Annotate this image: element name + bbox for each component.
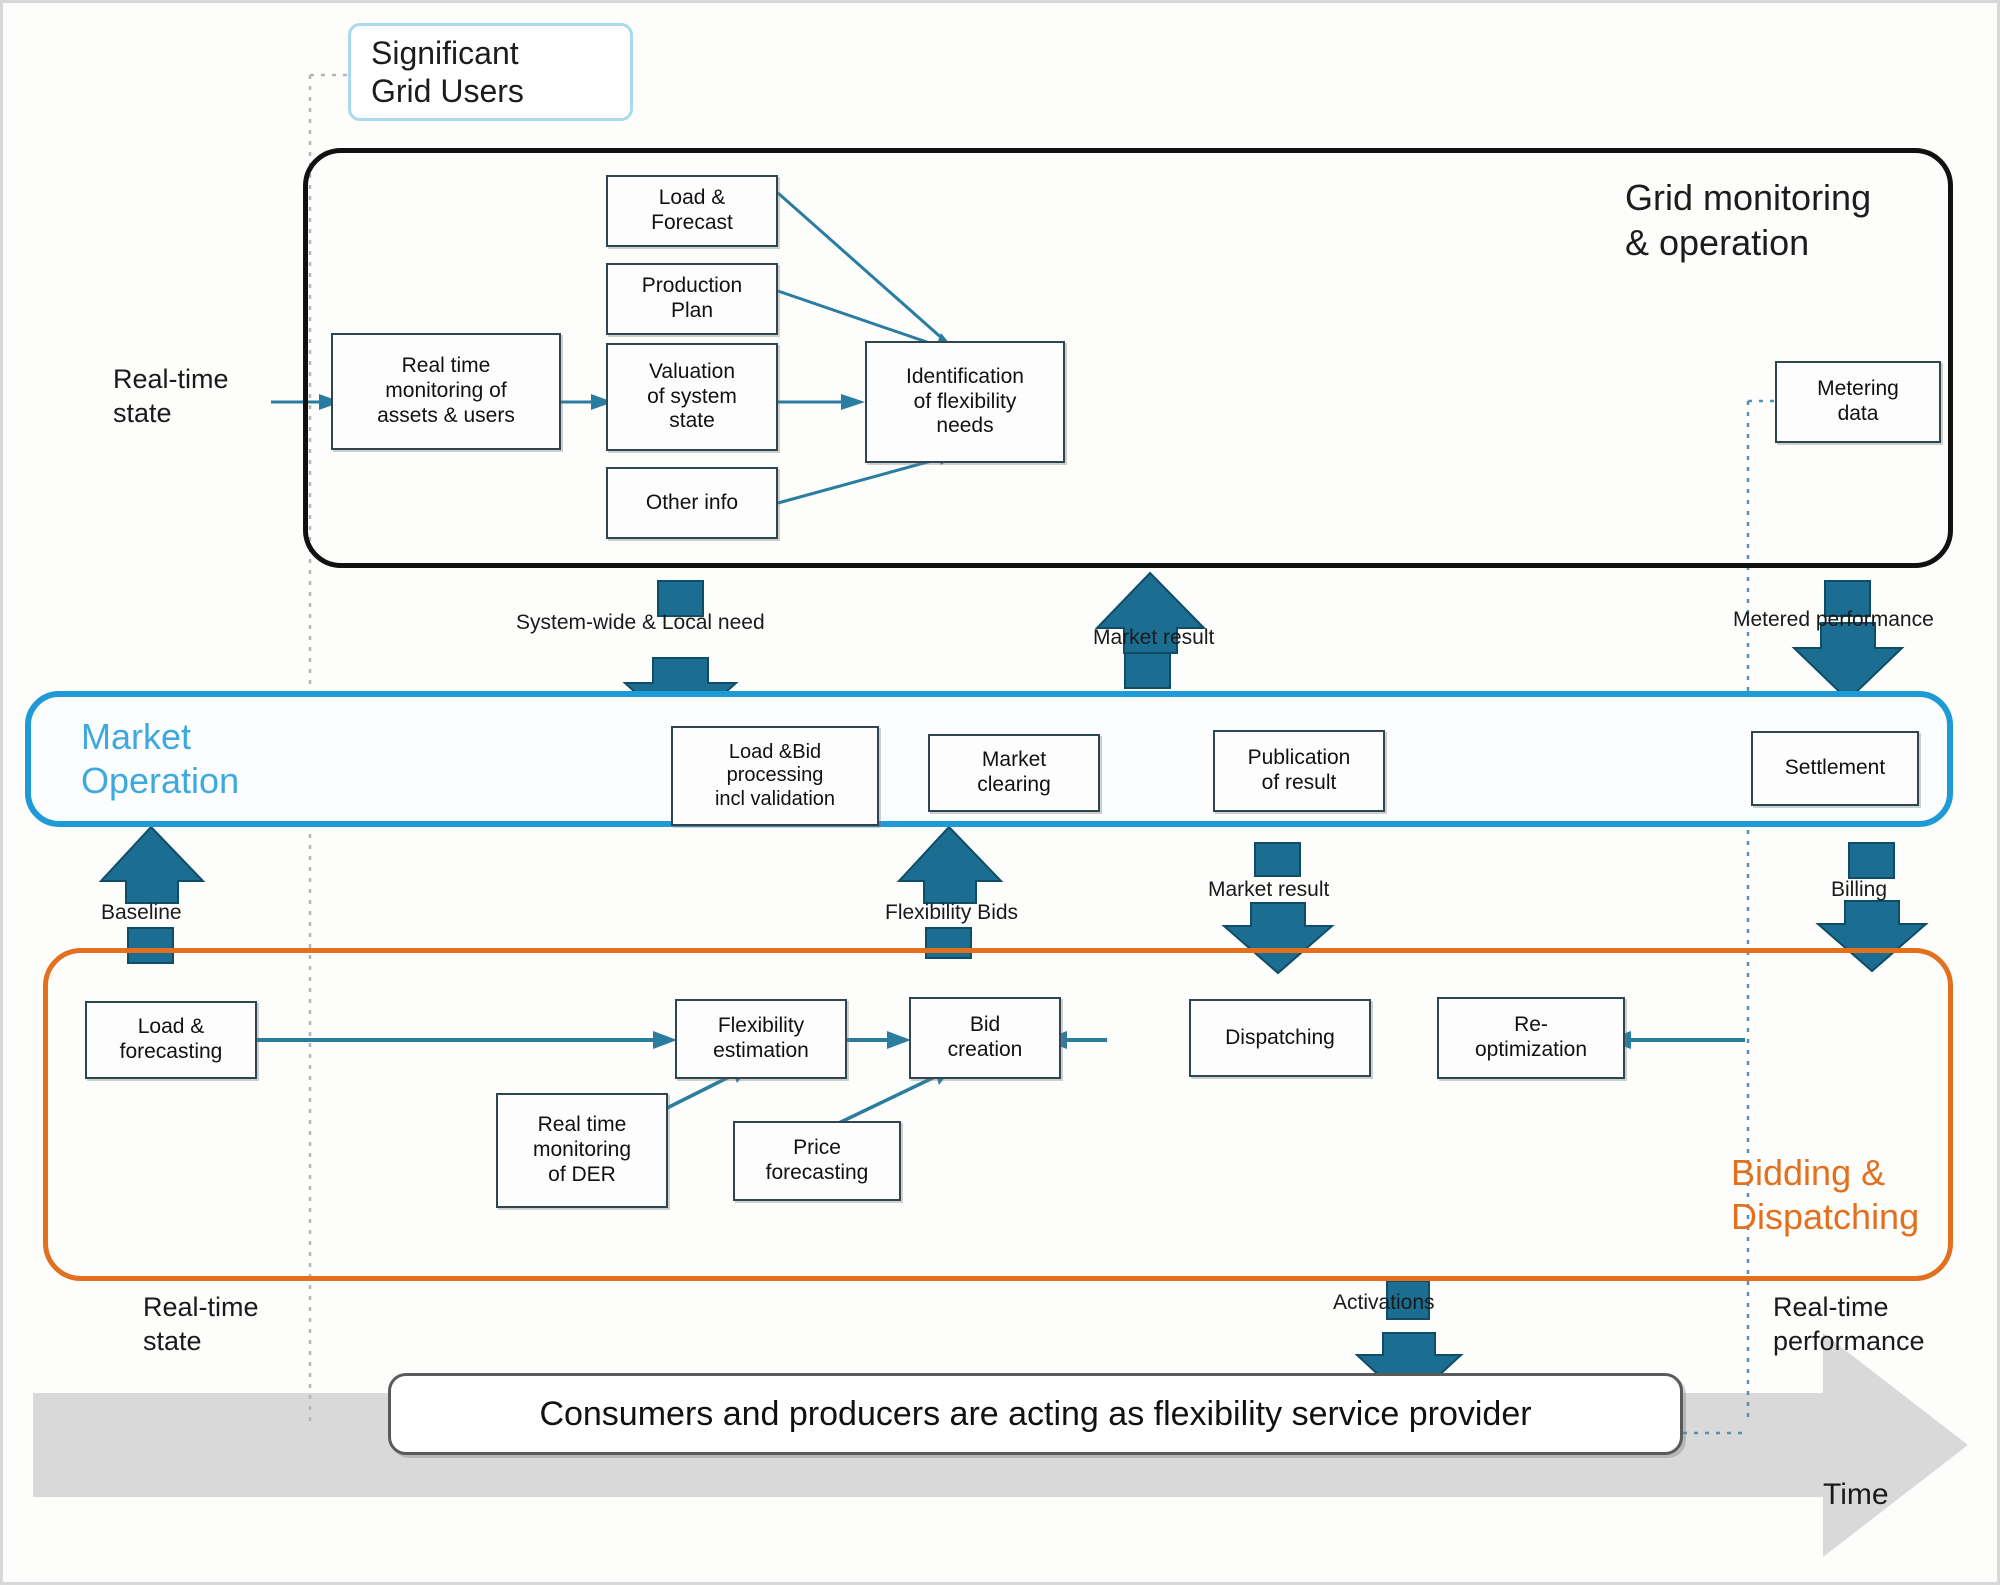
real-time-state-input-label: Real-time state (113, 363, 293, 431)
box-line-3: incl validation (714, 787, 836, 810)
box-line-2: Forecast (651, 211, 733, 234)
box-line-1: Real time (401, 354, 491, 378)
rts-bottom-line1: Real-time (143, 1292, 259, 1322)
arrow-baseline (98, 825, 206, 904)
rts-bottom-line2: state (143, 1325, 202, 1356)
grid-title-line2: & operation (1625, 222, 1810, 263)
box-line-1: Price (793, 1136, 841, 1160)
box-line-2: of flexibility (913, 389, 1017, 413)
market-title-line1: Market (81, 716, 192, 757)
box-line-3: needs (936, 414, 994, 438)
label-system-wide-local-need: System-wide & Local need (516, 611, 765, 634)
sgu-label-line1: Significant (371, 35, 519, 71)
box-identification-of-flexibility-needs[interactable]: Identification of flexibility needs (865, 341, 1065, 463)
label-billing: Billing (1831, 878, 1888, 901)
box-line-2: data (1837, 402, 1879, 425)
label-real-time-state-bottom: Real-time state (143, 1291, 373, 1359)
label-market-result-down: Market result (1208, 878, 1330, 901)
box-line-1: Re- (1514, 1013, 1548, 1037)
bidding-dispatching-title: Bidding & Dispatching (1731, 1151, 1997, 1239)
fsp-bar-text: Consumers and producers are acting as fl… (539, 1394, 1532, 1433)
significant-grid-users-tag: Significant Grid Users (348, 23, 633, 121)
box-line-1: Bid (969, 1013, 1001, 1037)
box-settlement[interactable]: Settlement (1751, 731, 1919, 806)
grid-title-line1: Grid monitoring (1625, 177, 1872, 218)
box-line-3: of DER (548, 1162, 616, 1186)
box-line-1: Other info (645, 490, 739, 514)
box-line-2: clearing (977, 773, 1051, 796)
flexibility-service-provider-bar: Consumers and producers are acting as fl… (388, 1373, 1683, 1455)
box-metering-data[interactable]: Metering data (1775, 361, 1941, 443)
box-line-1: Flexibility (717, 1014, 805, 1038)
box-line-1: Real time (537, 1113, 627, 1137)
label-baseline: Baseline (101, 901, 182, 924)
box-line-2: creation (947, 1038, 1023, 1061)
box-line-1: Publication (1247, 746, 1351, 770)
box-line-2: of system (647, 384, 737, 408)
label-real-time-performance: Real-time performance (1773, 1291, 1997, 1359)
box-line-1: Production (641, 274, 743, 298)
label-market-result-up: Market result (1093, 626, 1215, 649)
rts-input-line2: state (113, 397, 172, 428)
box-load-and-forecast[interactable]: Load & Forecast (606, 175, 778, 247)
rtp-line2: performance (1773, 1325, 1925, 1356)
box-line-2: monitoring of (385, 379, 507, 403)
box-real-time-monitoring-of-assets-and-users[interactable]: Real time monitoring of assets & users (331, 333, 561, 450)
bidding-dispatching-frame (43, 948, 1953, 1281)
box-publication-of-result[interactable]: Publication of result (1213, 730, 1385, 812)
box-valuation-of-system-state[interactable]: Valuation of system state (606, 343, 778, 451)
box-line-2: of result (1261, 771, 1337, 794)
rts-input-line1: Real-time (113, 364, 229, 394)
box-bid-creation[interactable]: Bid creation (909, 997, 1061, 1079)
box-line-1: Metering (1817, 377, 1899, 401)
label-metered-performance: Metered performance (1733, 608, 1934, 631)
box-line-1: Load & (658, 186, 726, 210)
arrow-metered-performance (1791, 622, 1905, 702)
box-line-3: state (669, 409, 715, 433)
market-title-line2: Operation (81, 759, 240, 801)
box-line-3: assets & users (377, 403, 515, 427)
box-line-2: monitoring (532, 1138, 632, 1162)
grid-monitoring-title: Grid monitoring & operation (1625, 175, 1945, 265)
box-load-and-bid-processing[interactable]: Load &Bid processing incl validation (671, 726, 879, 826)
marker-billing (1848, 842, 1895, 879)
box-line-2: optimization (1474, 1038, 1588, 1061)
box-price-forecasting[interactable]: Price forecasting (733, 1121, 901, 1201)
bidding-title-line1: Bidding & (1731, 1152, 1886, 1193)
box-line-2: Plan (670, 299, 714, 322)
box-line-2: forecasting (119, 1040, 223, 1063)
grid-monitoring-frame (303, 148, 1953, 568)
box-line-1: Load &Bid (728, 740, 822, 763)
label-activations: Activations (1333, 1291, 1435, 1314)
box-line-1: Market (981, 748, 1047, 772)
box-line-2: processing (726, 764, 824, 787)
box-real-time-monitoring-of-der[interactable]: Real time monitoring of DER (496, 1093, 668, 1208)
time-axis-label: Time (1823, 1478, 1889, 1511)
box-production-plan[interactable]: Production Plan (606, 263, 778, 335)
arrow-flexibility-bids (896, 825, 1004, 904)
box-other-info[interactable]: Other info (606, 467, 778, 539)
bidding-title-line2: Dispatching (1731, 1195, 1920, 1237)
box-line-1: Dispatching (1225, 1025, 1335, 1049)
box-load-and-forecasting[interactable]: Load & forecasting (85, 1001, 257, 1079)
box-line-1: Settlement (1784, 756, 1886, 780)
box-line-1: Identification (906, 364, 1024, 388)
box-line-2: forecasting (765, 1161, 869, 1184)
rtp-line1: Real-time (1773, 1292, 1889, 1322)
market-operation-title: Market Operation (81, 715, 341, 803)
marker-market-result-down (1254, 842, 1301, 877)
box-line-1: Load & (137, 1015, 205, 1039)
box-re-optimization[interactable]: Re- optimization (1437, 997, 1625, 1079)
box-dispatching[interactable]: Dispatching (1189, 999, 1371, 1077)
box-line-1: Valuation (648, 359, 735, 383)
sgu-label-line2: Grid Users (371, 73, 524, 110)
box-market-clearing[interactable]: Market clearing (928, 734, 1100, 812)
box-line-2: estimation (713, 1039, 809, 1062)
box-flexibility-estimation[interactable]: Flexibility estimation (675, 999, 847, 1079)
marker-market-result-up (1124, 652, 1171, 689)
label-flexibility-bids: Flexibility Bids (885, 901, 1019, 924)
